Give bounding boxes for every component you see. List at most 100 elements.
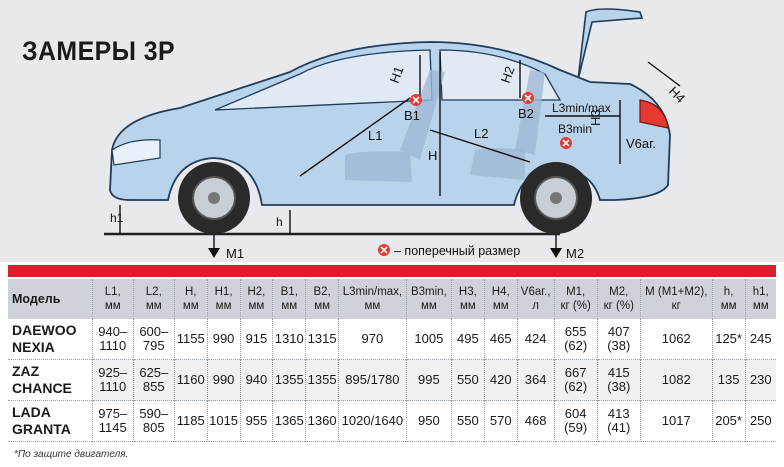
- col-header: h, мм: [712, 279, 746, 319]
- table-cell: 925– 1110: [92, 359, 134, 401]
- col-header: Модель: [8, 279, 93, 319]
- table-cell: 1160: [174, 359, 208, 401]
- label-h4: H4: [666, 84, 688, 106]
- table-cell: 205*: [712, 400, 746, 442]
- label-h3: H3: [588, 109, 603, 126]
- label-h1-ground: h1: [110, 211, 124, 225]
- table-cell: 570: [484, 400, 518, 442]
- label-b3: B3min: [558, 122, 592, 136]
- col-header: H, мм: [174, 279, 208, 319]
- label-h2: H2: [498, 64, 518, 85]
- table-cell: 604 (59): [554, 400, 598, 442]
- table-cell: 975– 1145: [92, 400, 134, 442]
- table-cell: 550: [451, 400, 485, 442]
- table-header-row: Модель L1, мм L2, мм H, мм H1, мм H2, мм…: [8, 279, 776, 319]
- legend-text: – поперечный размер: [394, 244, 520, 258]
- front-wheel: [178, 162, 250, 234]
- table-cell: 1155: [174, 319, 208, 360]
- table-cell: 1185: [174, 400, 208, 442]
- table-cell: 940– 1110: [92, 319, 134, 360]
- car-diagram: H1 H2 B1 B2 L1 L2 H L3min/max B3min H3 H…: [104, 8, 688, 261]
- label-v: V6аг.: [626, 136, 656, 151]
- legend-marker: [378, 244, 390, 256]
- table-cell: 1020/1640: [338, 400, 407, 442]
- table-cell: 230: [745, 359, 776, 401]
- table-cell: 940: [240, 359, 274, 401]
- table-cell: 1310: [272, 319, 307, 360]
- label-l1: L1: [368, 128, 382, 143]
- table-cell: 125*: [712, 319, 746, 360]
- table-cell: 468: [517, 400, 555, 442]
- table-cell: 1017: [640, 400, 713, 442]
- col-header: B1, мм: [272, 279, 307, 319]
- table-cell: 995: [406, 359, 452, 401]
- table-cell: 1360: [305, 400, 340, 442]
- table-cell: 250: [745, 400, 776, 442]
- transverse-marker-b1: [410, 94, 422, 106]
- table-cell: 895/1780: [338, 359, 407, 401]
- table-cell: 550: [451, 359, 485, 401]
- table-cell: 990: [207, 319, 241, 360]
- col-header: V6аг., л: [517, 279, 555, 319]
- table-cell: 420: [484, 359, 518, 401]
- table-cell: 970: [338, 319, 407, 360]
- table-cell: 465: [484, 319, 518, 360]
- footnote: *По защите двигателя.: [14, 449, 129, 460]
- col-header: H2, мм: [240, 279, 274, 319]
- table-cell: 1005: [406, 319, 452, 360]
- col-header: L3min/max, мм: [338, 279, 407, 319]
- table-cell: 1355: [272, 359, 307, 401]
- table-cell: 1015: [207, 400, 241, 442]
- label-h: H: [428, 148, 437, 163]
- rear-wheel: [520, 162, 592, 234]
- table-cell: 667 (62): [554, 359, 598, 401]
- label-m2: M2: [566, 246, 584, 261]
- table-accent-bar: [8, 265, 776, 277]
- col-header: L1, мм: [92, 279, 134, 319]
- label-b2: B2: [518, 106, 534, 121]
- model-cell: ZAZ CHANCE: [8, 359, 93, 401]
- model-cell: LADA GRANTA: [8, 400, 93, 442]
- table-cell: 625– 855: [133, 359, 175, 401]
- table-cell: 915: [240, 319, 274, 360]
- table-cell: 364: [517, 359, 555, 401]
- transverse-marker-b3: [560, 137, 572, 149]
- table-cell: 245: [745, 319, 776, 360]
- col-header: M2, кг (%): [597, 279, 641, 319]
- col-header: M1, кг (%): [554, 279, 598, 319]
- table-cell: 407 (38): [597, 319, 641, 360]
- col-header: h1, мм: [745, 279, 776, 319]
- col-header: B2, мм: [305, 279, 340, 319]
- taillight: [639, 99, 669, 129]
- table-cell: 955: [240, 400, 274, 442]
- label-h1: H1: [387, 64, 407, 85]
- table-cell: 590– 805: [133, 400, 175, 442]
- trunk-lid: [577, 8, 644, 81]
- table-cell: 424: [517, 319, 555, 360]
- label-b1: B1: [404, 108, 420, 123]
- col-header: H3, мм: [451, 279, 485, 319]
- label-m1: M1: [226, 246, 244, 261]
- table-cell: 415 (38): [597, 359, 641, 401]
- table-cell: 990: [207, 359, 241, 401]
- model-cell: DAEWOO NEXIA: [8, 319, 93, 360]
- col-header: L2, мм: [133, 279, 175, 319]
- label-l2: L2: [474, 126, 488, 141]
- col-header: B3min, мм: [406, 279, 452, 319]
- col-header: H1, мм: [207, 279, 241, 319]
- label-h-ground: h: [276, 215, 283, 229]
- table-cell: 413 (41): [597, 400, 641, 442]
- page-title: ЗАМЕРЫ 3Р: [22, 36, 176, 66]
- table-cell: 1315: [305, 319, 340, 360]
- col-header: M (M1+M2), кг: [640, 279, 713, 319]
- label-l3: L3min/max: [552, 101, 611, 115]
- table-cell: 950: [406, 400, 452, 442]
- table-cell: 1062: [640, 319, 713, 360]
- table-cell: 135: [712, 359, 746, 401]
- spec-table: Модель L1, мм L2, мм H, мм H1, мм H2, мм…: [8, 279, 776, 442]
- headlight: [111, 139, 161, 166]
- table-cell: 655 (62): [554, 319, 598, 360]
